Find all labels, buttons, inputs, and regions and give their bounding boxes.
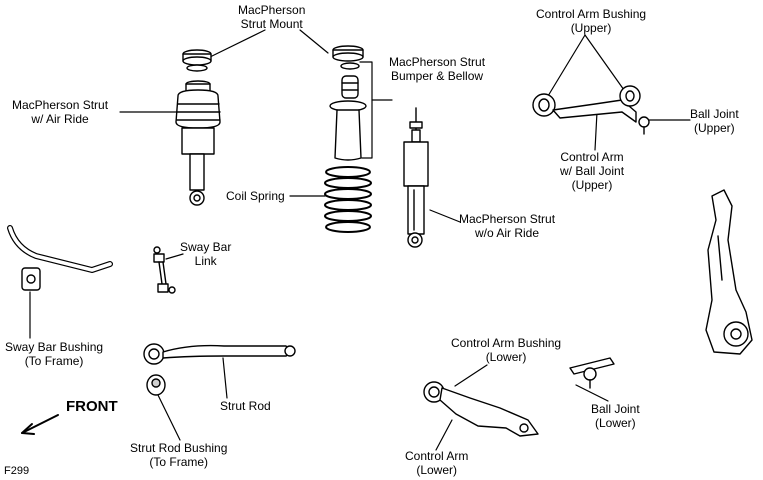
strut-rod-bushing: [146, 374, 166, 396]
bumper-bellow: [329, 75, 367, 161]
strut-mount-left: [182, 49, 212, 72]
label-control-arm-lower: Control Arm(Lower): [405, 449, 469, 477]
label-ball-joint-lower: Ball Joint(Lower): [591, 402, 640, 430]
label-strut-rod: Strut Rod: [220, 399, 271, 413]
label-coil-spring: Coil Spring: [226, 189, 285, 203]
front-arrow: [21, 414, 59, 435]
figure-id: F299: [4, 465, 30, 477]
label-sway-bar-bushing: Sway Bar Bushing(To Frame): [5, 340, 104, 368]
leader-lines: [29, 29, 691, 451]
label-control-arm-bushing-lower: Control Arm Bushing(Lower): [451, 336, 562, 364]
sway-bar-link: [153, 246, 176, 294]
label-strut-rod-bushing: Strut Rod Bushing(To Frame): [130, 441, 228, 469]
ball-joint-lower: [569, 357, 615, 389]
label-control-arm-bushing-upper: Control Arm Bushing(Upper): [536, 7, 647, 35]
label-front: FRONT: [66, 398, 118, 415]
strut-no-air: [403, 107, 429, 248]
label-ball-joint-upper: Ball Joint(Upper): [690, 107, 739, 135]
strut-rod: [143, 343, 296, 365]
steering-knuckle: [705, 189, 753, 355]
lower-control-arm: [423, 381, 539, 437]
strut-air-ride: [175, 80, 221, 206]
upper-control-arm: [532, 85, 650, 135]
strut-mount-center: [332, 45, 364, 70]
coil-spring: [324, 166, 372, 233]
sway-bar: [7, 225, 113, 291]
